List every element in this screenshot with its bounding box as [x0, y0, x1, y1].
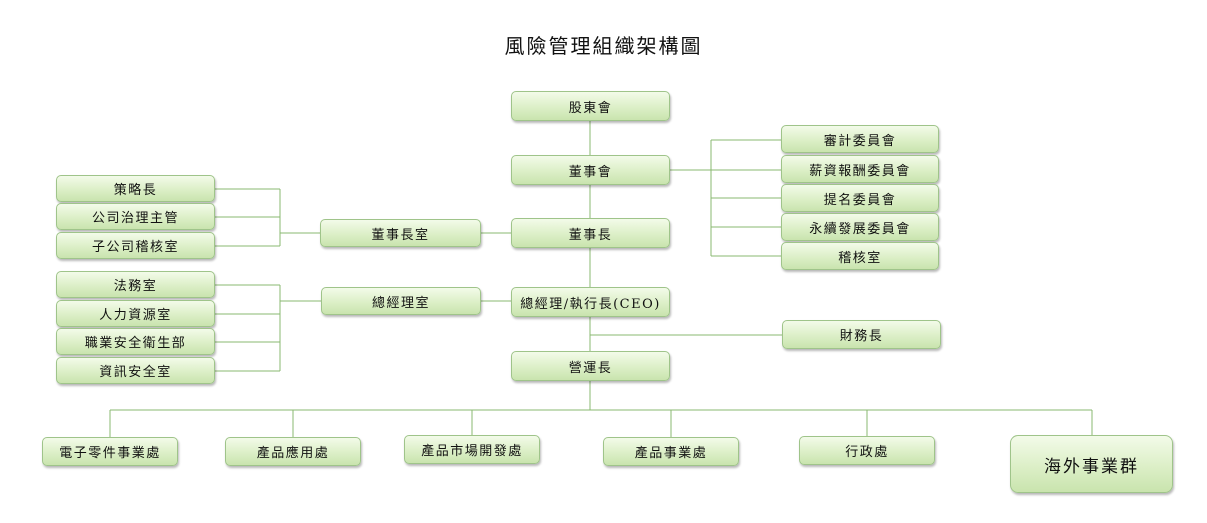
division-box: 電子零件事業處 — [42, 437, 178, 466]
president-unit-box: 資訊安全室 — [56, 357, 215, 384]
committee-box: 提名委員會 — [781, 184, 939, 212]
overseas-division-box: 海外事業群 — [1010, 435, 1173, 493]
chairman-unit-box: 子公司稽核室 — [56, 232, 215, 259]
committee-box: 薪資報酬委員會 — [781, 155, 939, 183]
committee-box: 永續發展委員會 — [781, 213, 939, 241]
division-box: 行政處 — [799, 436, 935, 465]
cfo-box: 財務長 — [782, 320, 941, 349]
committee-box: 審計委員會 — [781, 125, 939, 153]
coo-box: 營運長 — [511, 351, 670, 381]
shareholders-meeting-box: 股東會 — [511, 91, 670, 121]
ceo-box: 總經理/執行長(CEO) — [511, 287, 670, 317]
chairman-office-box: 董事長室 — [320, 219, 481, 247]
chairman-unit-box: 策略長 — [56, 175, 215, 202]
president-unit-box: 法務室 — [56, 271, 215, 298]
president-unit-box: 人力資源室 — [56, 300, 215, 327]
division-box: 產品事業處 — [603, 437, 739, 466]
chairman-unit-box: 公司治理主管 — [56, 203, 215, 230]
chairman-box: 董事長 — [511, 218, 670, 248]
board-of-directors-box: 董事會 — [511, 155, 670, 185]
audit-office-box: 稽核室 — [781, 242, 939, 270]
chart-title: 風險管理組織架構圖 — [504, 34, 703, 58]
division-box: 產品應用處 — [225, 437, 361, 466]
president-office-box: 總經理室 — [321, 287, 481, 315]
president-unit-box: 職業安全衛生部 — [56, 328, 215, 355]
division-box: 產品市場開發處 — [404, 435, 540, 464]
